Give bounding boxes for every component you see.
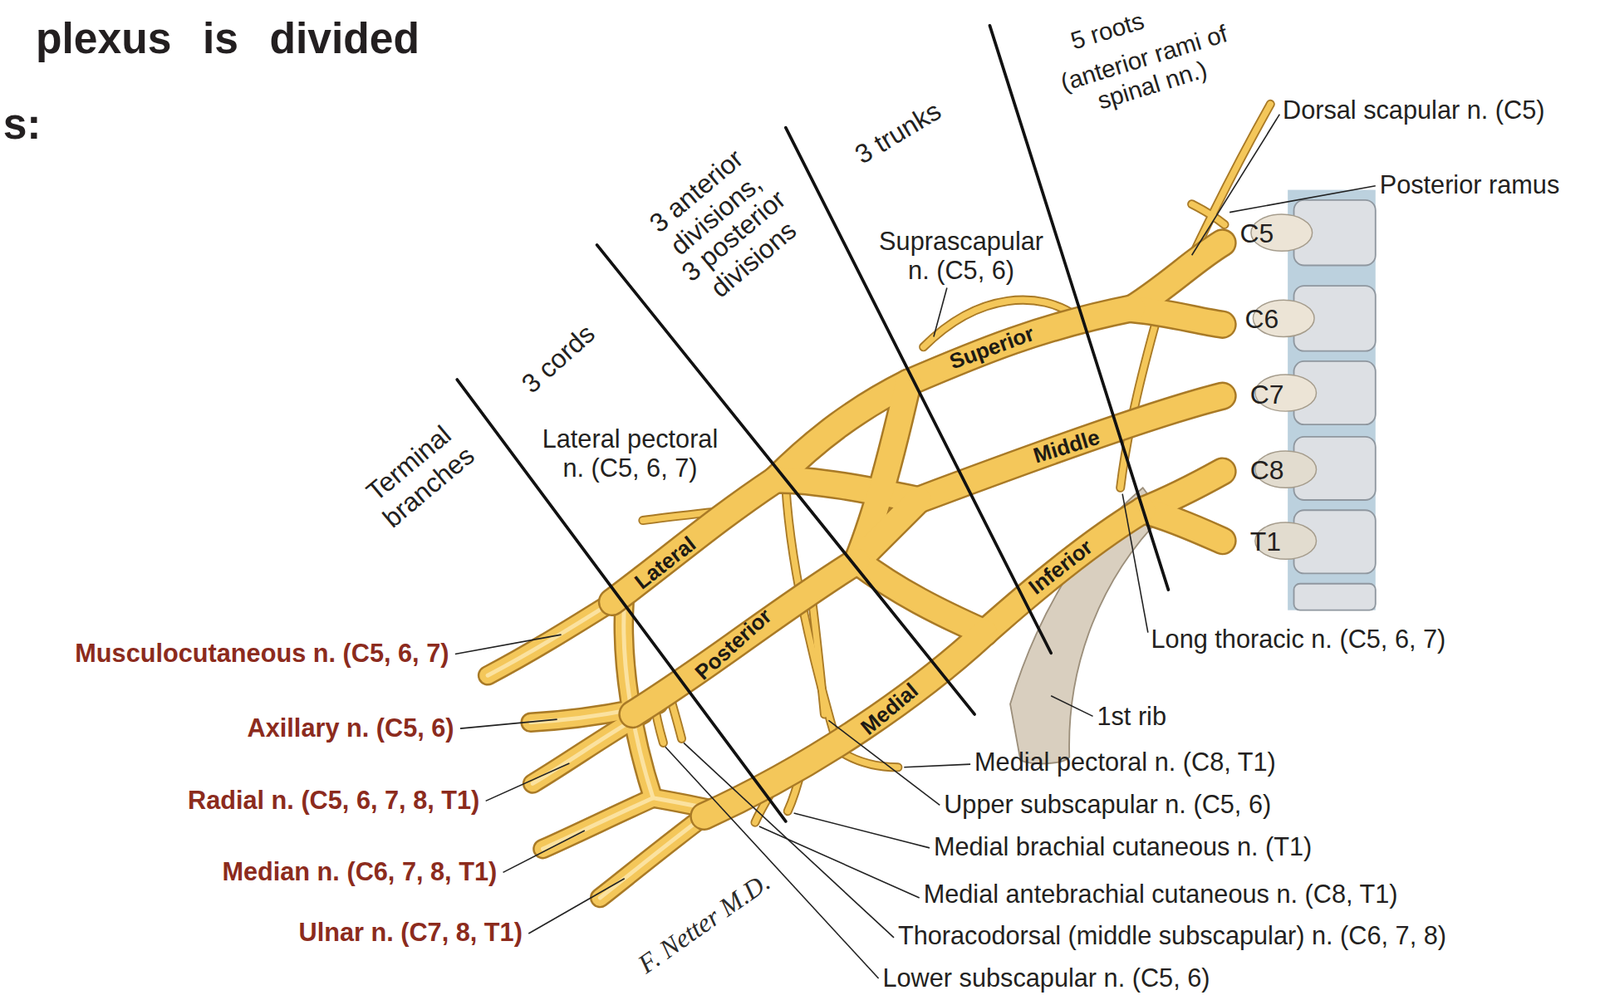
nerve-label: Upper subscapular n. (C5, 6) (943, 790, 1272, 820)
bone-label: 1st rib (1096, 701, 1167, 732)
section-dividers (456, 25, 1169, 822)
nerve-label: Dorsal scapular n. (C5) (1282, 95, 1546, 125)
leader-lines (455, 114, 1376, 979)
terminal-branch-label: Ulnar n. (C7, 8, T1) (298, 917, 522, 948)
nerve-label: Suprascapular n. (C5, 6) (869, 226, 1054, 286)
cord-label: Lateral (629, 531, 701, 594)
trunk-label: Inferior (1024, 534, 1098, 600)
artist-signature: F. Netter M.D. (632, 867, 776, 981)
nerve-label: Medial antebrachial cutaneous n. (C8, T1… (923, 879, 1399, 909)
vertebra-label: T1 (1250, 526, 1281, 558)
vertebra-label: C7 (1250, 379, 1285, 411)
vertebra-label: C8 (1250, 455, 1285, 486)
terminal-branch-label: Musculocutaneous n. (C5, 6, 7) (74, 638, 449, 668)
cord-label: Medial (856, 678, 924, 741)
vertebra-label: C5 (1239, 218, 1274, 250)
nerve-label: Medial brachial cutaneous n. (T1) (933, 832, 1312, 862)
terminal-branch-label: Radial n. (C5, 6, 7, 8, T1) (187, 785, 480, 815)
section-label: Terminal branches (352, 413, 484, 538)
slide-heading: s: (3, 99, 42, 149)
slide-heading: plexus is divided (35, 14, 420, 64)
nerve-label: Medial pectoral n. (C8, T1) (974, 747, 1277, 777)
trunk-label: Superior (946, 321, 1038, 375)
section-label: 3 trunks (849, 95, 947, 171)
section-label: 3 cords (515, 319, 601, 400)
nerves (487, 103, 1271, 899)
vertebra-label: C6 (1245, 304, 1280, 335)
nerve-label: Lateral pectoral n. (C5, 6, 7) (530, 424, 731, 484)
nerve-label: Thoracodorsal (middle subscapular) n. (C… (898, 921, 1447, 951)
terminal-branch-label: Axillary n. (C5, 6) (247, 713, 455, 743)
nerve-label: Posterior ramus (1379, 170, 1561, 200)
trunk-label: Middle (1030, 425, 1103, 469)
nerve-label: Lower subscapular n. (C5, 6) (882, 963, 1210, 993)
nerve-label: Long thoracic n. (C5, 6, 7) (1151, 624, 1447, 654)
cord-label: Posterior (690, 603, 777, 686)
terminal-branch-label: Median n. (C6, 7, 8, T1) (221, 857, 497, 887)
